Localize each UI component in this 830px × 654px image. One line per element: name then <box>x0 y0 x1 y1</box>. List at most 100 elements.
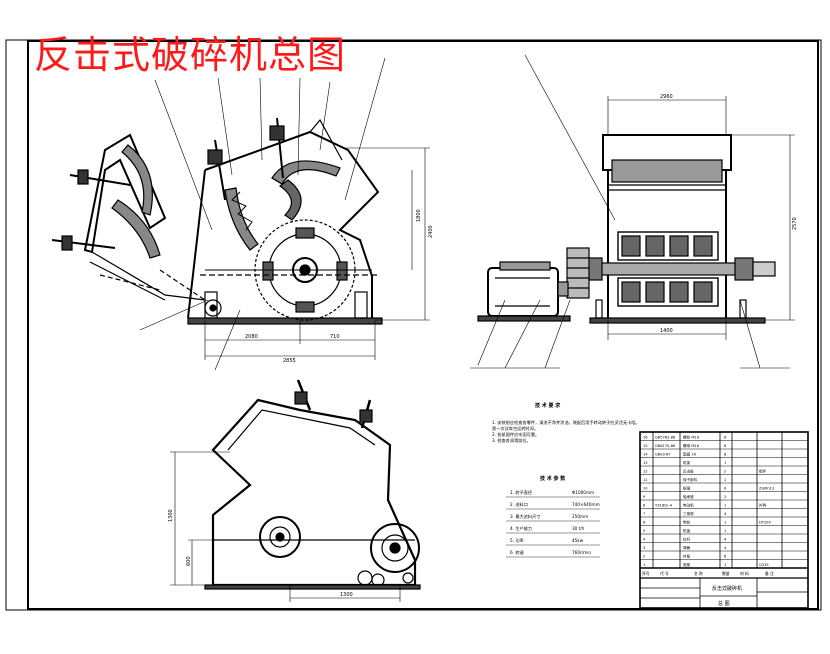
main-base-plate <box>187 317 383 325</box>
part-qty: 1 <box>724 478 726 482</box>
part-qty: 1 <box>724 521 726 525</box>
impact-plate-2 <box>271 160 341 185</box>
tech-spec-value: 250mm <box>572 514 588 519</box>
part-note: Q235 <box>759 563 769 567</box>
part-name: 衬板 <box>683 554 691 559</box>
tech-spec-key: 6. 转速 <box>510 549 525 556</box>
parts-header-cell: 材 料 <box>740 571 749 576</box>
title-block-texts: 反击式破碎机 总 图 <box>712 585 742 607</box>
part-index: 14 <box>643 453 648 457</box>
part-index: 16 <box>643 436 648 440</box>
dim-side-bottom-width: 1400 <box>660 328 673 334</box>
part-qty: 1 <box>724 504 726 508</box>
part-name: 螺栓 M16 <box>683 435 700 440</box>
lower-dimension-texts: 1300 1300 600 <box>168 509 353 598</box>
drawing-title: 反击式破碎机总图 <box>34 33 347 77</box>
outer-frame <box>5 39 822 611</box>
tech-spec-value: Φ1000mm <box>572 490 594 495</box>
side-dimension-texts: 2960 1400 2570 <box>660 94 798 334</box>
part-index: 11 <box>643 478 648 482</box>
lower-assembly-view <box>170 379 421 602</box>
part-note: HT200 <box>759 521 771 525</box>
tech-req-4: 3. 检查各润滑部位。 <box>492 437 531 444</box>
main-dimension-texts: 2080 710 2855 1800 2400 <box>245 209 434 364</box>
part-qty: 1 <box>724 461 726 465</box>
part-index: 15 <box>643 444 648 448</box>
part-qty: 1 <box>724 529 726 533</box>
part-qty: 8 <box>724 453 727 457</box>
main-section-view <box>139 57 430 371</box>
part-name: 机架 <box>683 460 691 465</box>
side-motor <box>487 267 559 317</box>
impact-plate-1 <box>224 187 259 251</box>
title-block-drawing: 总 图 <box>718 600 730 607</box>
tech-spec-key: 5. 功率 <box>510 537 524 544</box>
opened-cover-view <box>51 133 206 301</box>
dim-lower-height-b: 600 <box>186 556 192 566</box>
part-note: 外购 <box>759 503 767 508</box>
title-block-name: 反击式破碎机 <box>712 585 742 592</box>
tech-spec-value: 760r/min <box>572 550 591 555</box>
part-index: 9 <box>643 495 646 499</box>
tech-spec-value: 740×640mm <box>572 502 600 507</box>
part-index: 12 <box>643 470 648 474</box>
part-index: 13 <box>643 461 648 465</box>
part-index: 7 <box>643 512 645 516</box>
part-qty: 8 <box>724 436 727 440</box>
part-note: 组件 <box>759 469 767 474</box>
part-name: 转子部件 <box>683 477 698 482</box>
part-name: 螺母 M16 <box>683 443 700 448</box>
part-name: 轴承座 <box>683 494 694 499</box>
dim-main-height-b: 2400 <box>428 225 434 238</box>
tech-specs-list: 1. 转子直径 Φ1000mm 2. 进料口 740×640mm 3. 最大进料尺寸 25… <box>506 489 600 558</box>
part-qty: 2 <box>724 470 726 474</box>
blow-bar <box>295 301 315 313</box>
part-qty: 4 <box>724 512 727 516</box>
dim-main-height-a: 1800 <box>416 209 422 222</box>
parts-header-cell: 代 号 <box>660 571 669 576</box>
tech-spec-key: 1. 转子直径 <box>510 489 532 496</box>
blow-bar <box>262 261 274 281</box>
parts-list-header: 序号代 号名 称数量材 料备 注 <box>642 571 774 576</box>
tech-notes: 技 术 要 求 1. 安装前应检查各零件，清洗干净并涂油，装配后用手转动转子应灵… <box>492 402 640 482</box>
part-code: GB5782-86 <box>655 436 676 440</box>
lower-housing <box>211 398 417 587</box>
part-index: 1 <box>643 563 645 567</box>
dim-lower-bottom-width: 1300 <box>340 592 353 598</box>
part-index: 8 <box>643 504 646 508</box>
part-name: 反击板 <box>683 469 694 474</box>
part-index: 5 <box>643 529 645 533</box>
tech-req-3: 2. 各紧固件应牢固可靠。 <box>492 431 539 438</box>
part-qty: 8 <box>724 444 727 448</box>
part-code: GB6170-86 <box>655 444 676 448</box>
part-name: 电动机 <box>683 503 694 508</box>
tech-spec-key: 4. 生产能力 <box>510 525 532 532</box>
dim-main-total: 2855 <box>283 358 296 364</box>
side-view <box>470 54 795 369</box>
parts-header-cell: 名 称 <box>694 571 703 576</box>
part-index: 2 <box>643 555 645 559</box>
tech-spec-key: 3. 最大进料尺寸 <box>510 513 540 520</box>
dim-main-lower-left: 2080 <box>245 334 258 340</box>
part-name: 板锤 <box>683 486 691 491</box>
part-qty: 2 <box>724 495 726 499</box>
tech-req-1: 1. 安装前应检查各零件，清洗干净并涂油，装配后用手转动转子应灵活无卡阻。 <box>492 419 640 426</box>
part-index: 6 <box>643 521 646 525</box>
part-name: 垫圈 16 <box>683 452 697 457</box>
part-name: 带轮 <box>683 520 691 525</box>
parts-header-cell: 数量 <box>722 571 730 576</box>
part-code: GB93-87 <box>655 453 671 457</box>
inner-frame <box>27 40 819 610</box>
tech-spec-value: 45kw <box>572 538 584 543</box>
parts-header-cell: 序号 <box>642 571 650 576</box>
part-name: 拉杆 <box>683 537 691 542</box>
tech-req-2: 第一次试车空运转时间。 <box>492 425 538 432</box>
part-qty: 4 <box>724 538 727 542</box>
blow-bar <box>295 227 315 239</box>
tech-spec-key: 2. 进料口 <box>510 501 528 508</box>
tech-specs-title: 技 术 参 数 <box>540 475 566 482</box>
tech-spec-value: 30 t/h <box>572 526 585 531</box>
part-name: 弹簧 <box>683 545 691 550</box>
